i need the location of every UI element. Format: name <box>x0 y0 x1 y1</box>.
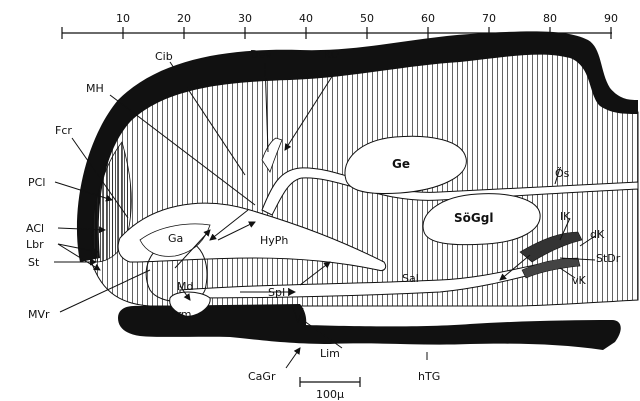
label-lim: Lim <box>320 347 340 360</box>
label-fcr: Fcr <box>55 124 72 137</box>
label-acl: ACl <box>26 222 44 235</box>
label-hyph: HyPh <box>260 234 288 247</box>
label-cagr: CaGr <box>248 370 276 383</box>
label-dk: dK <box>590 228 605 241</box>
label-prm: Prm <box>170 308 191 321</box>
label-htg: hTG <box>418 370 440 383</box>
ruler-tick-label: 40 <box>299 12 313 25</box>
label-st: St <box>28 256 40 269</box>
label-lk: lK <box>560 210 571 223</box>
label-cib: Cib <box>155 50 173 63</box>
label-lbr: Lbr <box>26 238 44 251</box>
ruler-tick-label: 70 <box>482 12 496 25</box>
label-soggl: SöGgl <box>454 211 493 225</box>
label-sph: SpH <box>268 286 290 299</box>
label-mh: MH <box>86 82 104 95</box>
scale-bar-label: 100µ <box>316 388 344 401</box>
ruler-tick-label: 20 <box>177 12 191 25</box>
label-dev: Dev <box>250 48 272 61</box>
ruler-tick-label: 60 <box>421 12 435 25</box>
label-os: Ös <box>555 167 570 180</box>
ruler-tick-label: 50 <box>360 12 374 25</box>
label-mvr: MVr <box>28 308 50 321</box>
ruler-tick-label: 30 <box>238 12 252 25</box>
label-pcl: PCl <box>28 176 45 189</box>
label-vk: vK <box>572 274 587 287</box>
tissue-section <box>77 31 638 350</box>
ruler-tick-label: 80 <box>543 12 557 25</box>
ruler-tick-label: 10 <box>116 12 130 25</box>
scale-bar: 100µ <box>300 377 360 401</box>
label-md: Md <box>177 280 193 293</box>
label-stdr: StDr <box>596 252 621 265</box>
label-ga: Ga <box>168 232 183 245</box>
label-ro: RO <box>323 48 340 61</box>
label-sal: Sal <box>402 272 419 285</box>
ruler-tick-label: 90 <box>604 12 618 25</box>
label-ge: Ge <box>392 157 410 171</box>
